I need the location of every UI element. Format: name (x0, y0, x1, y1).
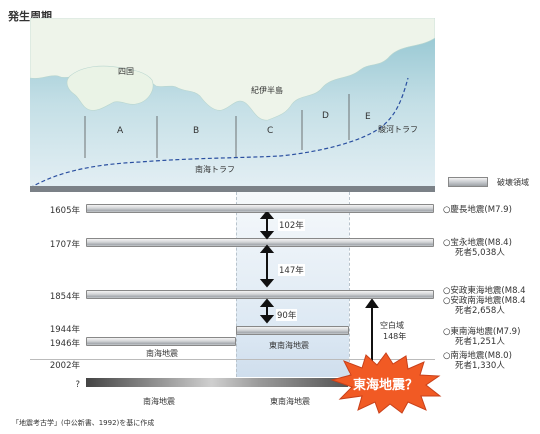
year-1707: 1707年 (49, 240, 80, 250)
quake-info: ○東南海地震(M7.9)死者1,251人 (443, 327, 521, 347)
year-2002: 2002年 (49, 361, 80, 371)
interval-90: 90年 (276, 309, 298, 321)
legend-label: 破壊領域 (497, 178, 529, 187)
year-1854: 1854年 (49, 292, 80, 302)
bar-1605 (86, 204, 434, 213)
map-svg (30, 18, 435, 190)
segment-e: E (365, 112, 371, 122)
bar-future (86, 378, 348, 387)
trough-line (30, 77, 409, 189)
interval-102: 102年 (278, 219, 305, 231)
vacancy-years: 148年 (383, 331, 407, 342)
kii-label: 紀伊半島 (251, 86, 283, 95)
suruga-trough-label: 駿河トラフ (378, 125, 418, 134)
shikoku-island (66, 65, 154, 111)
quake-info: ○南海地震(M8.0)死者1,330人 (443, 351, 512, 371)
map-area (30, 18, 435, 190)
line-2002 (30, 359, 435, 360)
interval-147: 147年 (278, 264, 305, 276)
interval-arrows (259, 212, 275, 324)
source-note: 「地震考古学」(中公新書、1992)を基に作成 (12, 419, 155, 427)
nankai-trough-label: 南海トラフ (195, 165, 235, 174)
bar-1854 (86, 290, 434, 299)
year-1944: 1944年 (49, 325, 80, 335)
quake-info: ○宝永地震(M8.4)死者5,038人 (443, 238, 512, 258)
legend-swatch (448, 177, 488, 187)
tokai-burst-icon (330, 352, 442, 414)
bar-1707 (86, 238, 434, 247)
label-tonankai-future: 東南海地震 (270, 397, 310, 406)
segment-c: C (267, 126, 274, 136)
year-unknown: ? (75, 380, 80, 390)
shikoku-label: 四国 (118, 67, 134, 76)
guide-line (236, 192, 237, 377)
segment-a: A (117, 126, 124, 136)
segment-b: B (193, 126, 200, 136)
vacancy-label: 空白域 (380, 320, 404, 331)
year-1605: 1605年 (49, 206, 80, 216)
label-nankai-future: 南海地震 (143, 397, 175, 406)
label-nankai-1946: 南海地震 (146, 349, 178, 358)
bar-1944 (236, 326, 349, 335)
label-tonankai-1944: 東南海地震 (269, 341, 309, 350)
map-separator (30, 186, 435, 192)
year-1946: 1946年 (49, 339, 80, 349)
guide-line (349, 192, 350, 377)
segment-d: D (322, 111, 329, 121)
tokai-earthquake-label: 東海地震？ (353, 378, 419, 393)
bar-1946 (86, 337, 236, 346)
quake-info: ○慶長地震(M7.9) (443, 205, 512, 215)
